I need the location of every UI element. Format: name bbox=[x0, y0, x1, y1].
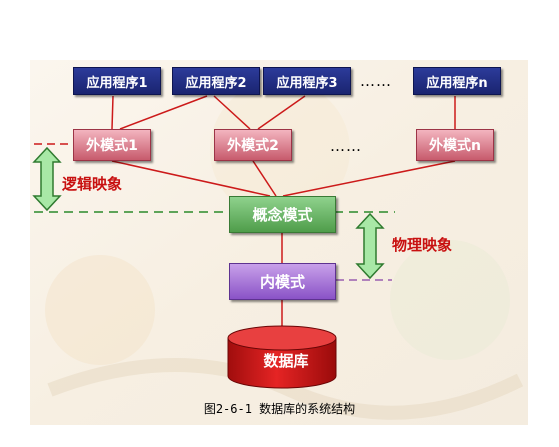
external-schema-box-2: 外模式2 bbox=[214, 129, 292, 161]
application-label: 应用程序1 bbox=[86, 75, 148, 91]
figure-caption: 图2-6-1 数据库的系统结构 bbox=[203, 402, 356, 416]
application-box-2: 应用程序2 bbox=[172, 67, 260, 95]
database-label: 数据库 bbox=[263, 352, 309, 370]
line-app3-ext2 bbox=[257, 95, 306, 130]
concept-schema-label: 概念模式 bbox=[252, 206, 313, 224]
external-schema-label: 外模式2 bbox=[227, 138, 279, 154]
application-label: 应用程序n bbox=[426, 75, 488, 91]
application-box-3: 应用程序3 bbox=[263, 67, 351, 95]
internal-schema-box: 内模式 bbox=[229, 263, 336, 300]
database-cylinder bbox=[227, 325, 337, 389]
application-ellipsis: …… bbox=[360, 72, 392, 90]
line-ext2-concept bbox=[252, 160, 277, 197]
line-app2-ext1 bbox=[119, 95, 208, 130]
line-extn-concept bbox=[282, 160, 456, 197]
internal-schema-label: 内模式 bbox=[259, 273, 305, 291]
application-label: 应用程序2 bbox=[185, 75, 247, 91]
external-schema-box-n: 外模式n bbox=[416, 129, 494, 161]
physical-mapping-arrow bbox=[355, 212, 385, 280]
external-schema-label: 外模式1 bbox=[86, 138, 138, 154]
application-box-1: 应用程序1 bbox=[73, 67, 161, 95]
logical-mapping-label: 逻辑映象 bbox=[62, 175, 123, 193]
application-label: 应用程序3 bbox=[276, 75, 338, 91]
line-app2-ext2 bbox=[213, 95, 251, 130]
concept-schema-box: 概念模式 bbox=[229, 196, 336, 233]
line-app1-ext1 bbox=[111, 95, 114, 130]
external-schema-box-1: 外模式1 bbox=[73, 129, 151, 161]
logical-mapping-arrow bbox=[32, 146, 62, 212]
application-box-n: 应用程序n bbox=[413, 67, 501, 95]
line-ext1-concept bbox=[111, 160, 271, 197]
external-schema-label: 外模式n bbox=[429, 138, 481, 154]
external-schema-ellipsis: …… bbox=[330, 137, 362, 155]
physical-mapping-label: 物理映象 bbox=[392, 236, 453, 254]
